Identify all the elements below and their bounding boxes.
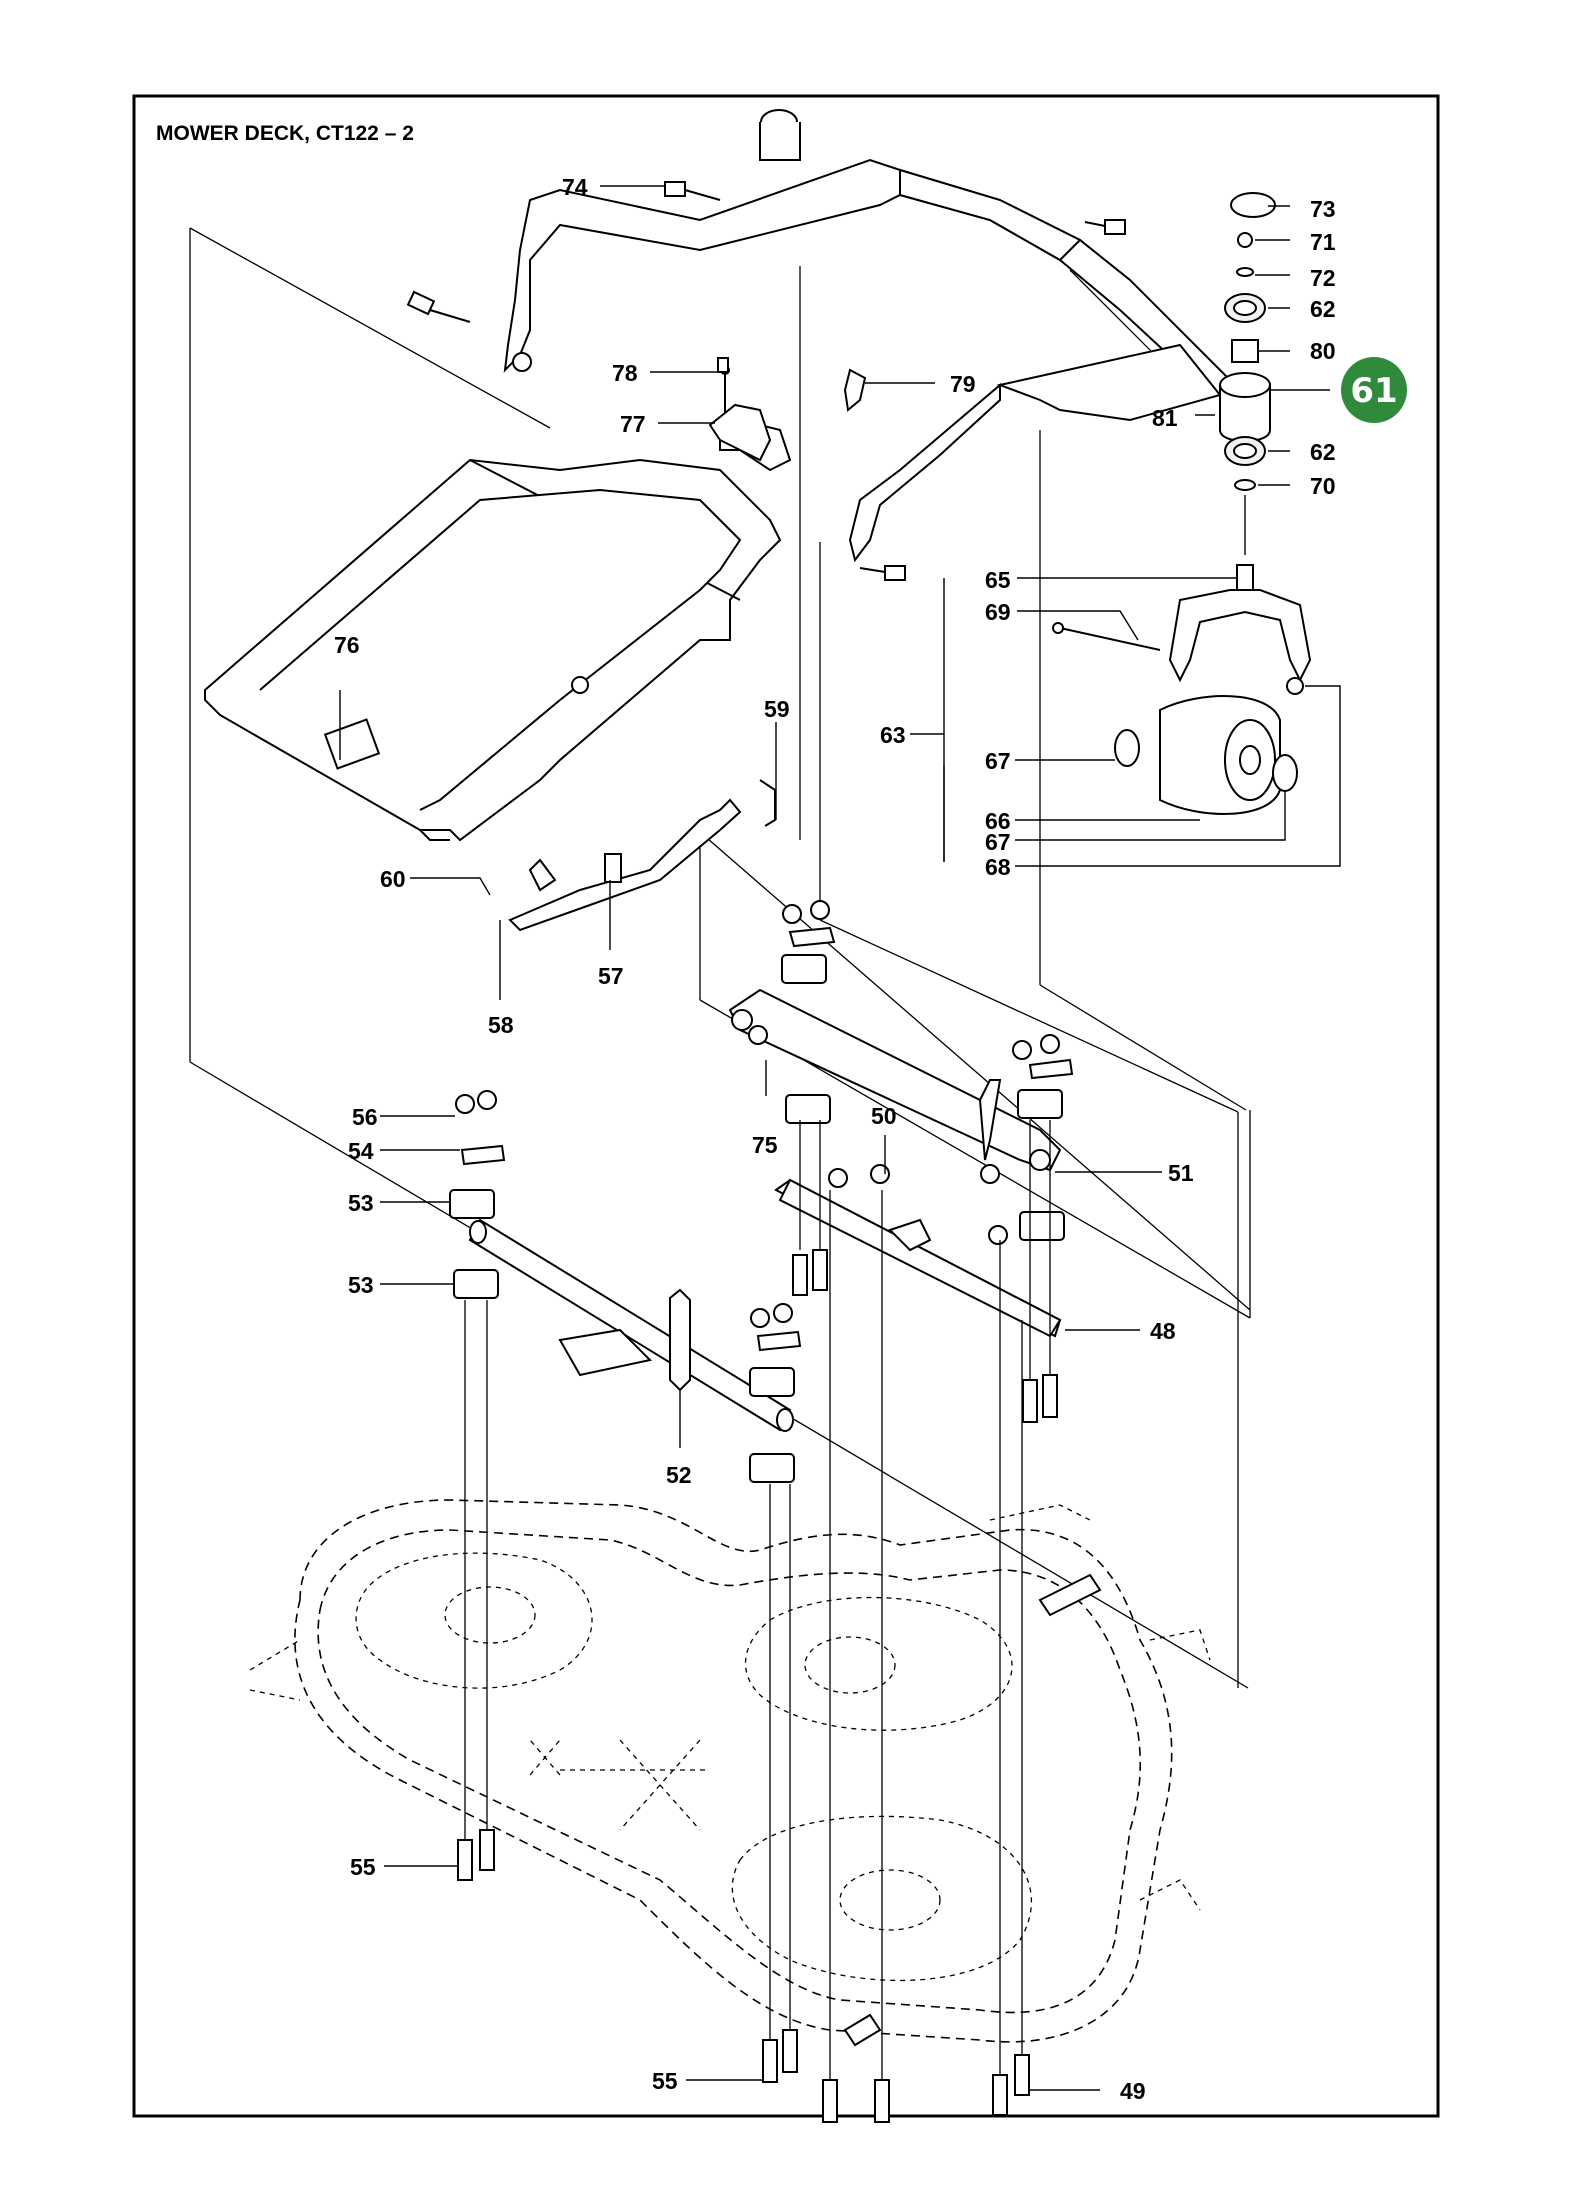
callout-51[interactable]: 51	[1168, 1160, 1194, 1186]
callout-54[interactable]: 54	[348, 1138, 374, 1164]
front-axle-assembly	[406, 109, 1232, 581]
brackets-and-nuts	[449, 900, 1074, 1483]
callout-53-upper[interactable]: 53	[348, 1190, 374, 1216]
callout-62-upper[interactable]: 62	[1310, 296, 1336, 322]
callout-76[interactable]: 76	[334, 632, 360, 658]
callout-71[interactable]: 71	[1310, 229, 1336, 255]
callout-74[interactable]: 74	[562, 174, 588, 200]
callout-58[interactable]: 58	[488, 1012, 514, 1038]
callout-79[interactable]: 79	[950, 371, 976, 397]
callout-69[interactable]: 69	[985, 599, 1011, 625]
callout-73[interactable]: 73	[1310, 196, 1336, 222]
callout-53-lower[interactable]: 53	[348, 1272, 374, 1298]
callout-50[interactable]: 50	[871, 1103, 897, 1129]
callout-78[interactable]: 78	[612, 360, 638, 386]
vertical-bolts	[457, 1120, 1058, 2123]
callout-59[interactable]: 59	[764, 696, 790, 722]
highlight-label[interactable]: 61	[1350, 371, 1397, 411]
callout-56[interactable]: 56	[352, 1104, 378, 1130]
callout-labels: 73 71 72 62 80 81 62 70 74 78 77 79 65 6…	[334, 174, 1336, 2104]
callout-81[interactable]: 81	[1152, 405, 1178, 431]
callout-49[interactable]: 49	[1120, 2078, 1146, 2104]
callout-55-bottom[interactable]: 55	[652, 2068, 678, 2094]
leader-lines	[339, 185, 1341, 2091]
callout-75[interactable]: 75	[752, 1132, 778, 1158]
callout-60[interactable]: 60	[380, 866, 406, 892]
callout-57[interactable]: 57	[598, 963, 624, 989]
mower-deck-shell	[249, 1499, 1211, 2047]
deck-lift-frame	[204, 365, 792, 842]
callout-62-lower[interactable]: 62	[1310, 439, 1336, 465]
callout-72[interactable]: 72	[1310, 265, 1336, 291]
callout-55-left[interactable]: 55	[350, 1854, 376, 1880]
upper-small-parts	[508, 357, 867, 932]
highlight-badge[interactable]	[1341, 357, 1407, 423]
hanger-rods	[468, 988, 1062, 1432]
callout-68[interactable]: 68	[985, 854, 1011, 880]
diagram-frame	[132, 94, 1440, 2118]
callout-77[interactable]: 77	[620, 411, 646, 437]
callout-48[interactable]: 48	[1150, 1318, 1176, 1344]
callout-52[interactable]: 52	[666, 1462, 692, 1488]
caster-assembly	[1052, 192, 1312, 815]
callout-70[interactable]: 70	[1310, 473, 1336, 499]
callout-66[interactable]: 66	[985, 808, 1011, 834]
callout-80[interactable]: 80	[1310, 338, 1336, 364]
diagram-title: MOWER DECK, CT122 – 2	[156, 122, 414, 145]
callout-67-upper[interactable]: 67	[985, 748, 1011, 774]
callout-65[interactable]: 65	[985, 567, 1011, 593]
callout-67-lower[interactable]: 67	[985, 829, 1011, 855]
callout-63[interactable]: 63	[880, 722, 906, 748]
highlight-callout-61[interactable]: 61	[1341, 357, 1407, 423]
